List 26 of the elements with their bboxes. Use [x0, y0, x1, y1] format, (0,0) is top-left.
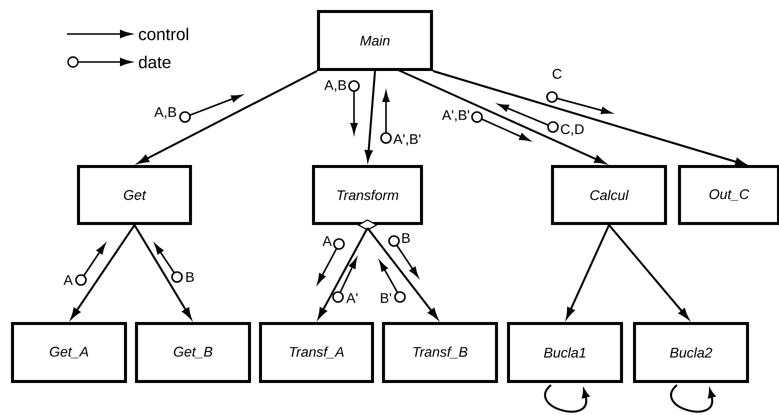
module-box: Get_B: [135, 322, 251, 383]
couple-label: A': [346, 293, 358, 303]
couple-label: B: [186, 272, 194, 282]
arrow: [608, 224, 689, 320]
couple-label: A,B: [324, 80, 346, 92]
arrow: [134, 224, 192, 319]
module-box: Main: [317, 10, 433, 71]
module-box: Get_A: [11, 322, 127, 383]
module-box: Bucla2: [633, 322, 749, 383]
couple-label: A,B: [154, 107, 176, 119]
legend-text: date: [138, 56, 171, 68]
module-box: Bucla1: [507, 322, 623, 383]
module-box: Transf_A: [259, 322, 374, 383]
loop-arrow: [670, 384, 716, 413]
arrow: [318, 228, 368, 319]
module-box: Out_C: [678, 165, 779, 225]
module-box: Calcul: [551, 165, 667, 225]
arrow: [70, 224, 136, 319]
couple-label: A: [64, 275, 73, 285]
module-box: Transf_B: [382, 322, 498, 383]
module-box: Transform: [312, 165, 423, 225]
arrow: [366, 227, 438, 319]
loop-arrow: [544, 384, 590, 413]
module-box: Get: [77, 165, 192, 225]
legend-text: control: [138, 28, 188, 40]
couple-label: B': [380, 293, 392, 303]
